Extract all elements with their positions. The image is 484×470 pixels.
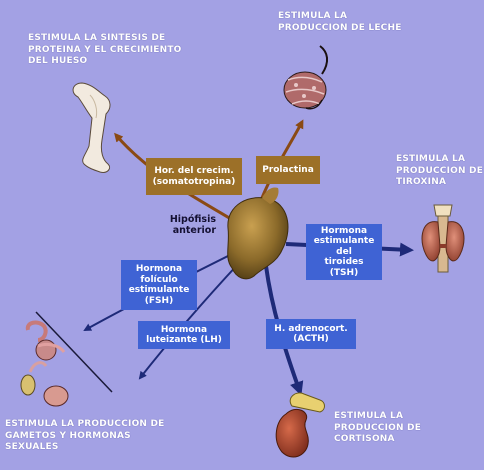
effect-adrenal-text: ESTIMULA LA PRODUCCION DE CORTISONA (334, 411, 422, 444)
hormone-lh-box: Hormona luteizante (LH) (138, 321, 230, 349)
pituitary-label: Hipófisis anterior (169, 214, 216, 236)
effect-thyroid-text: ESTIMULA LA PRODUCCION DE TIROXINA (396, 154, 484, 187)
gonads-illustration (20, 311, 113, 407)
effect-milk-text: ESTIMULA LA PRODUCCION DE LECHE (278, 11, 402, 33)
mammary-gland-illustration (283, 45, 328, 110)
bone-illustration (72, 82, 111, 173)
hormone-fsh-box: Hormona folículo estimulante (FSH) (121, 260, 197, 310)
hormone-tsh-box: Hormona estimulante del tiroides (TSH) (306, 224, 382, 280)
hormone-growth-box: Hor. del crecim. (somatotropina) (146, 158, 242, 195)
hormone-prolactin-box: Prolactina (256, 156, 320, 184)
effect-bone-text: ESTIMULA LA SINTESIS DE PROTEINA Y EL CR… (28, 33, 182, 66)
effect-gonads-text: ESTIMULA LA PRODUCCION DE GAMETOS Y HORM… (5, 419, 165, 452)
hormone-acth-box: H. adrenocort. (ACTH) (266, 319, 356, 349)
thyroid-illustration (421, 204, 465, 273)
kidney-adrenal-illustration (275, 392, 325, 458)
pituitary-gland (227, 187, 289, 280)
